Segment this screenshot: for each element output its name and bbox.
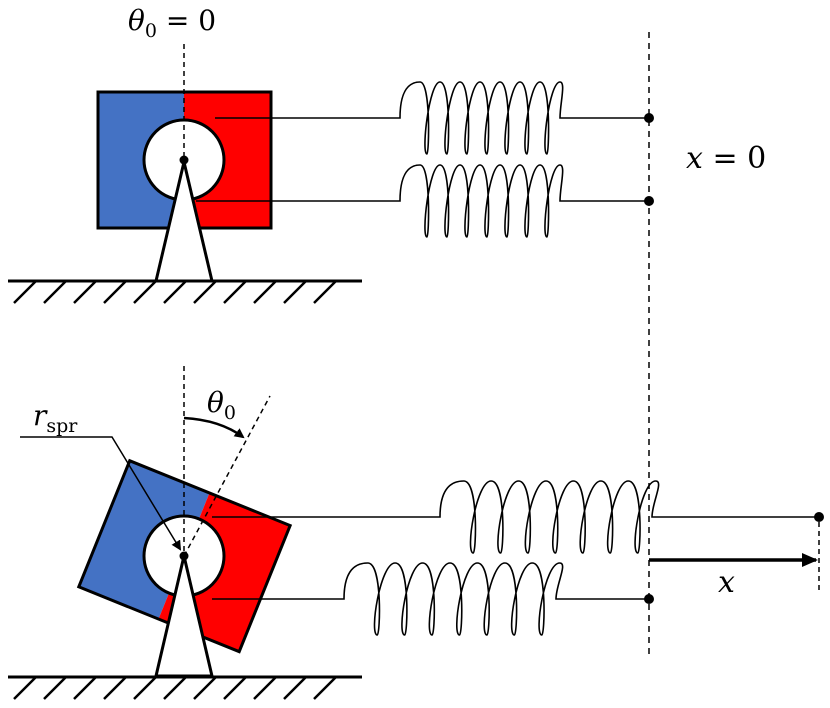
ground-hatch <box>313 280 337 304</box>
ground-hatch <box>283 676 307 700</box>
bottom-configuration: θ0 rspr x <box>8 366 824 700</box>
ground-hatch <box>133 280 157 304</box>
ground-hatch <box>253 676 277 700</box>
spring-coil <box>215 81 649 155</box>
r-spr-leader-line <box>20 436 182 551</box>
bottom-tilted-reference-line <box>183 395 271 557</box>
spring-coil <box>212 480 819 554</box>
ground-hatch <box>193 676 217 700</box>
bottom-support-triangle <box>154 555 214 678</box>
ground-hatch <box>223 676 247 700</box>
top-pivot-dot <box>179 155 189 165</box>
ground-hatch <box>283 280 307 304</box>
bottom-magnet-blue-half <box>78 460 210 620</box>
theta-bottom-label: θ0 <box>207 386 236 424</box>
theta-zero-label: θ0 = 0 <box>128 4 216 42</box>
top-spring-upper-anchor <box>644 113 654 123</box>
spring-coil <box>196 164 649 238</box>
bottom-pivot-dot <box>179 551 189 561</box>
x-displacement-label: x <box>718 565 735 600</box>
ground-hatch <box>133 676 157 700</box>
bottom-spring-lower <box>212 562 649 636</box>
ground-hatch <box>313 676 337 700</box>
ground-hatch <box>13 676 37 700</box>
ground-hatch <box>103 280 127 304</box>
ground-hatch <box>103 676 127 700</box>
spring-coil <box>212 562 649 636</box>
ground-hatch <box>163 676 187 700</box>
ground-hatch <box>163 280 187 304</box>
bottom-spring-lower-anchor <box>644 594 654 604</box>
top-configuration: θ0 = 0 <box>8 4 654 304</box>
ground-hatch <box>13 280 37 304</box>
x-zero-label: x = 0 <box>686 141 766 176</box>
top-spring-lower <box>196 164 649 238</box>
top-spring-upper <box>215 81 649 155</box>
theta-angle-arc-arrow <box>183 416 245 439</box>
bottom-magnet-outline <box>76 458 293 654</box>
top-support-triangle <box>154 161 214 283</box>
ground-hatch <box>43 676 67 700</box>
ground-hatch <box>73 676 97 700</box>
r-spr-label: rspr <box>33 399 78 437</box>
bottom-spring-upper <box>212 480 819 554</box>
ground-hatch <box>73 280 97 304</box>
ground-hatch <box>253 280 277 304</box>
ground-hatch <box>43 280 67 304</box>
top-ground <box>8 279 362 304</box>
bottom-ground <box>8 675 362 700</box>
bottom-spring-upper-anchor <box>814 512 824 522</box>
ground-hatch <box>223 280 247 304</box>
ground-hatch <box>193 280 217 304</box>
